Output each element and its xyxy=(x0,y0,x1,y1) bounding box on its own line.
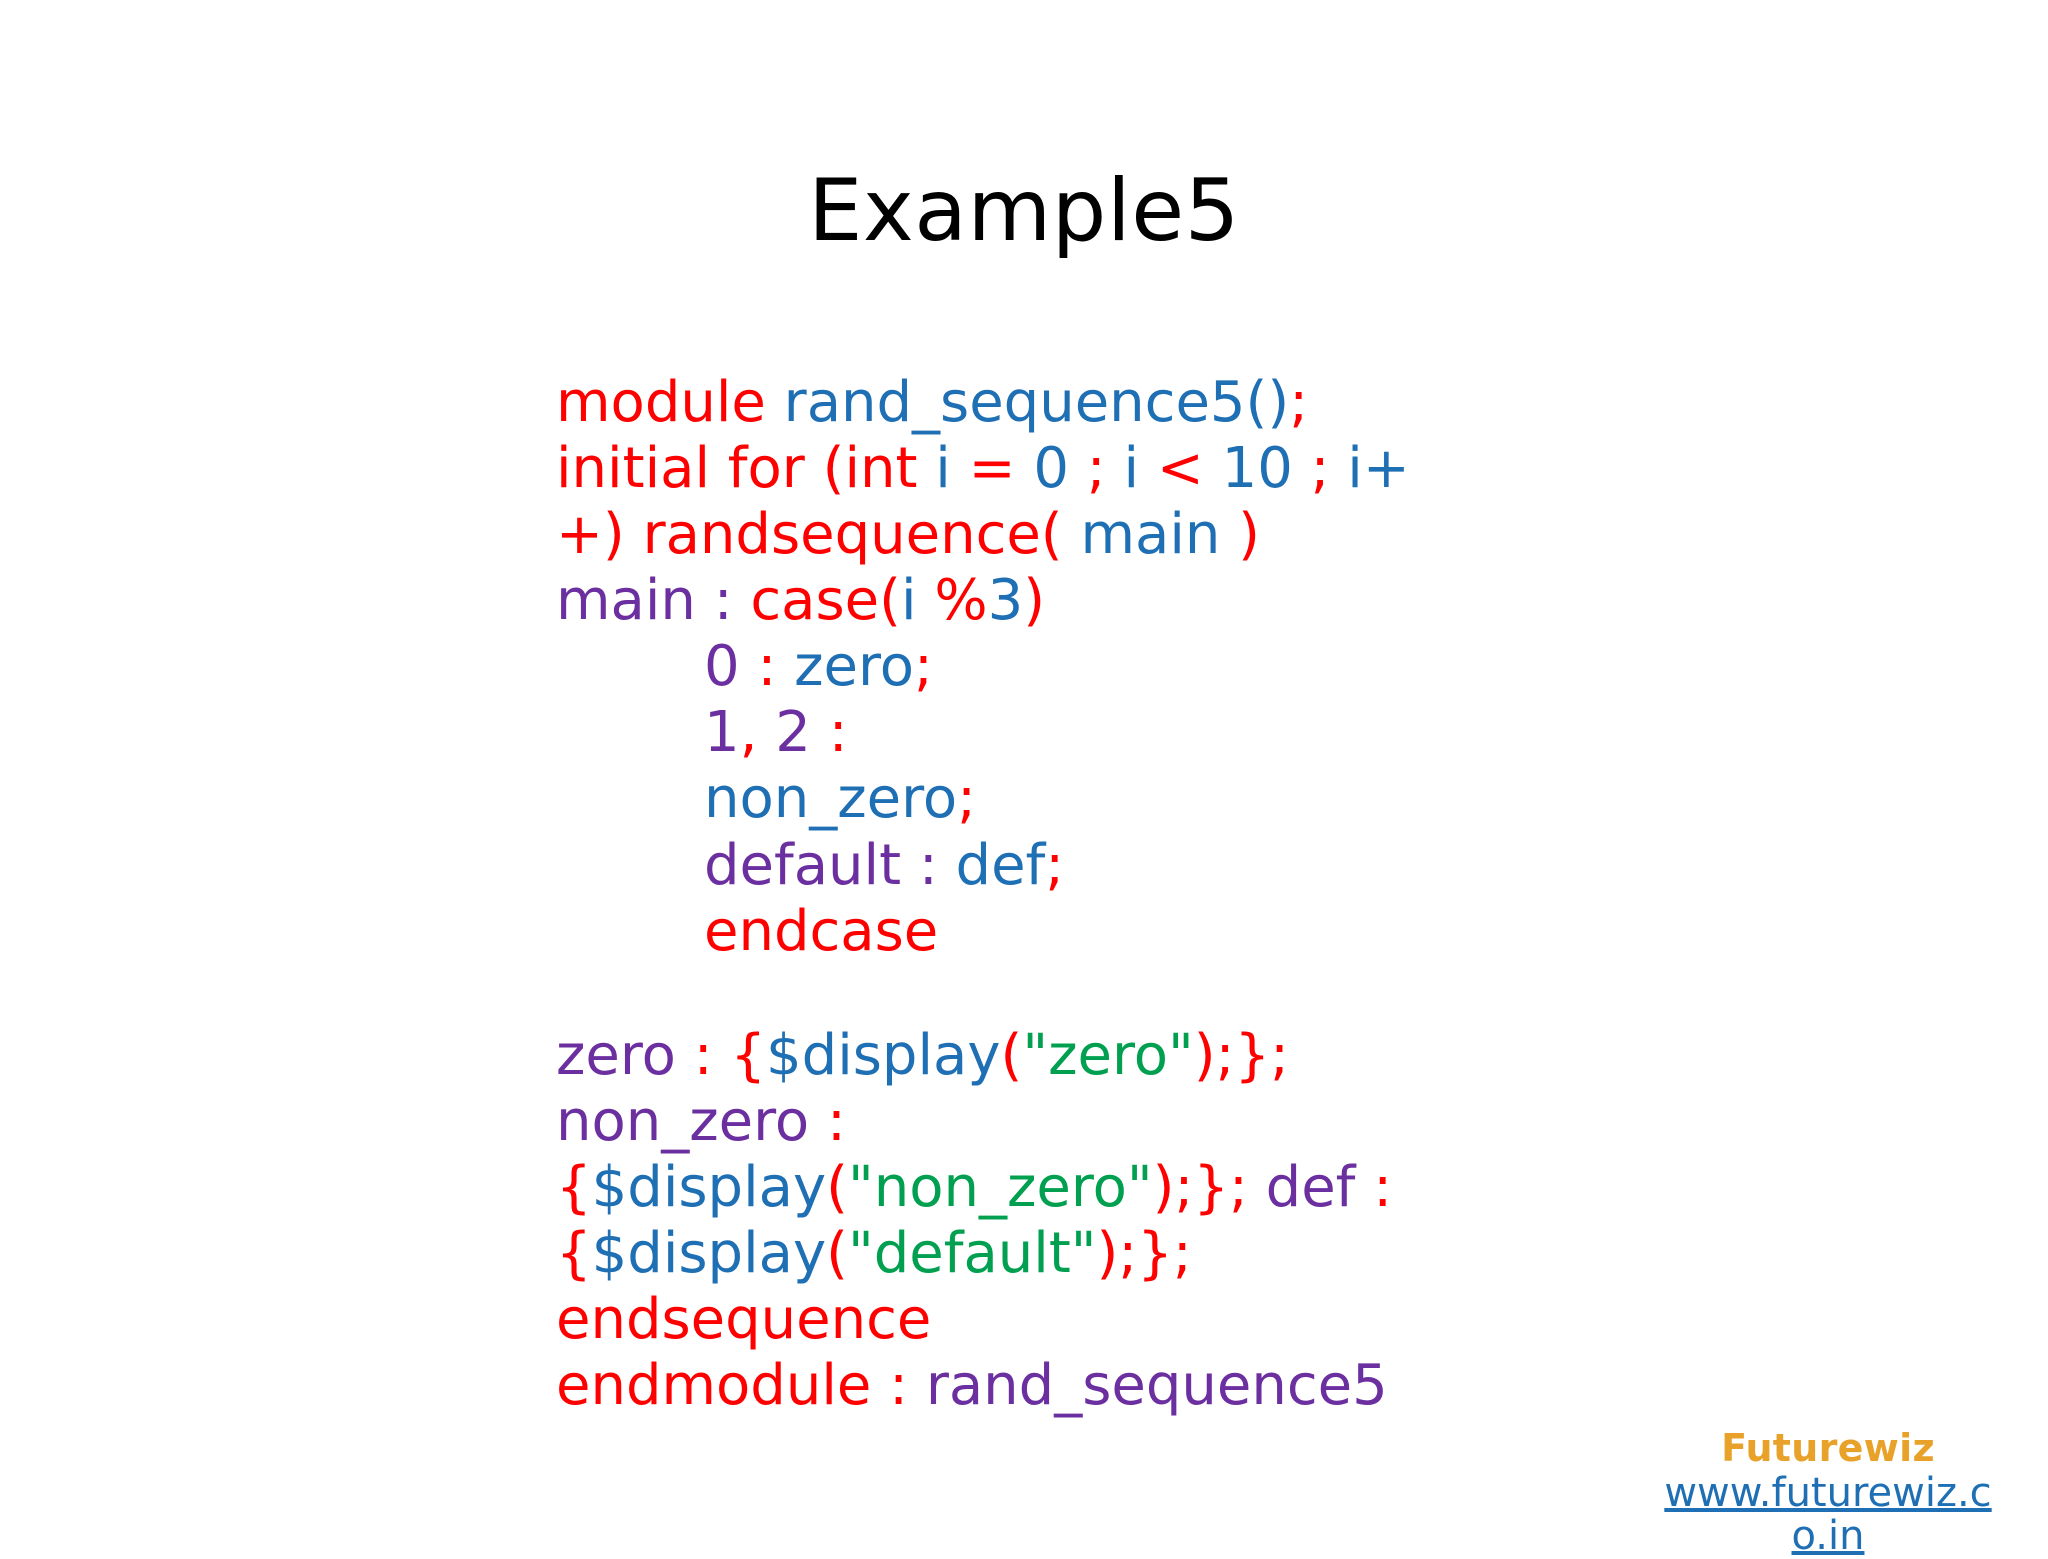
code-token: );}; xyxy=(1152,1155,1266,1221)
code-line: non_zero; xyxy=(556,766,1456,832)
code-line: non_zero : xyxy=(556,1089,1456,1155)
code-token: 2 xyxy=(775,700,811,766)
page-title: Example5 xyxy=(808,161,1240,261)
code-token: ; xyxy=(1289,370,1309,435)
code-token: ; xyxy=(914,634,933,700)
code-token: { xyxy=(556,1155,592,1221)
code-token: i+ xyxy=(1347,436,1410,502)
code-token: non_zero xyxy=(556,1089,810,1155)
code-line: initial for (int i = 0 ; i < 10 ; i+ xyxy=(556,436,1456,502)
code-token: i xyxy=(935,436,951,502)
code-token: : xyxy=(1355,1155,1393,1221)
code-token: : xyxy=(809,1089,846,1155)
code-token: +) randsequence( xyxy=(556,502,1081,568)
code-token: ) xyxy=(1023,568,1046,634)
code-line: main : case(i %3) xyxy=(556,568,1456,634)
code-token: { xyxy=(730,1023,767,1088)
code-token: def xyxy=(955,832,1046,898)
code-line: endcase xyxy=(556,899,1456,965)
code-block-bottom: zero : {$display("zero");};non_zero :{$d… xyxy=(556,1023,1456,1419)
code-token: endmodule : xyxy=(556,1353,926,1419)
code-token: rand_sequence5 xyxy=(925,1353,1388,1419)
code-token: ) xyxy=(1220,502,1261,568)
code-token: : xyxy=(901,832,956,898)
code-token: ; xyxy=(1292,436,1348,502)
code-token: 10 xyxy=(1221,436,1293,502)
code-token: case( xyxy=(732,568,901,634)
code-token: i xyxy=(1123,436,1140,502)
website-link[interactable]: www.futurewiz.co.in xyxy=(1664,1469,1992,1559)
code-token: = xyxy=(950,436,1034,502)
code-line: module rand_sequence5(); xyxy=(556,370,1456,436)
code-token: main xyxy=(1080,502,1221,568)
code-token: 3 xyxy=(987,568,1024,634)
code-token: % xyxy=(916,568,988,634)
code-token: 1 xyxy=(704,700,740,766)
footer: Futurewiz www.futurewiz.co.in xyxy=(1608,1426,2048,1559)
code-token: "non_zero" xyxy=(847,1155,1153,1221)
code-token: zero xyxy=(556,1023,676,1088)
code-token: zero xyxy=(794,634,915,700)
code-token: $display xyxy=(591,1221,827,1287)
code-token: initial for (int xyxy=(556,436,936,502)
code-token: ( xyxy=(826,1155,848,1221)
code-line: zero : {$display("zero");}; xyxy=(556,1023,1456,1089)
brand-name: Futurewiz xyxy=(1721,1426,1935,1470)
code-token: $display xyxy=(766,1023,1001,1088)
code-token: { xyxy=(556,1221,592,1287)
code-token: module xyxy=(556,370,784,435)
code-line: {$display("default");}; xyxy=(556,1221,1456,1287)
code-token: ( xyxy=(1000,1023,1023,1088)
code-token: : xyxy=(739,634,795,700)
code-token: 0 xyxy=(1033,436,1069,502)
code-line: endsequence xyxy=(556,1287,1456,1353)
code-token: < xyxy=(1139,436,1222,502)
code-line: default : def; xyxy=(556,833,1456,899)
code-token: $display xyxy=(591,1155,827,1221)
code-token: endsequence xyxy=(556,1287,932,1353)
code-token: );}; xyxy=(1096,1221,1192,1287)
code-token: : xyxy=(675,1023,731,1088)
code-line: 1, 2 : xyxy=(556,700,1456,766)
code-token: non_zero xyxy=(704,766,958,832)
code-token: i xyxy=(900,568,917,634)
code-token: rand_sequence5() xyxy=(783,370,1290,435)
code-line: endmodule : rand_sequence5 xyxy=(556,1353,1456,1419)
code-token: ; xyxy=(1069,436,1124,502)
code-line: 0 : zero; xyxy=(556,634,1456,700)
code-line: {$display("non_zero");}; def : xyxy=(556,1155,1456,1221)
code-token: endcase xyxy=(704,898,939,964)
code-token: ; xyxy=(957,766,977,832)
code-token: );}; xyxy=(1193,1023,1289,1088)
code-token: "default" xyxy=(847,1221,1097,1287)
code-token: "zero" xyxy=(1022,1023,1194,1088)
code-token: 0 xyxy=(704,634,740,700)
code-token: : xyxy=(695,568,733,634)
code-token: ; xyxy=(1045,832,1065,898)
code-token: : xyxy=(810,700,848,766)
code-token: def xyxy=(1265,1155,1356,1221)
code-token: default xyxy=(704,832,902,898)
code-line: +) randsequence( main ) xyxy=(556,502,1456,568)
code-block-top: module rand_sequence5();initial for (int… xyxy=(556,370,1456,965)
code-token: ( xyxy=(826,1221,848,1287)
code-token: , xyxy=(739,700,776,766)
code-token: main xyxy=(556,568,696,634)
